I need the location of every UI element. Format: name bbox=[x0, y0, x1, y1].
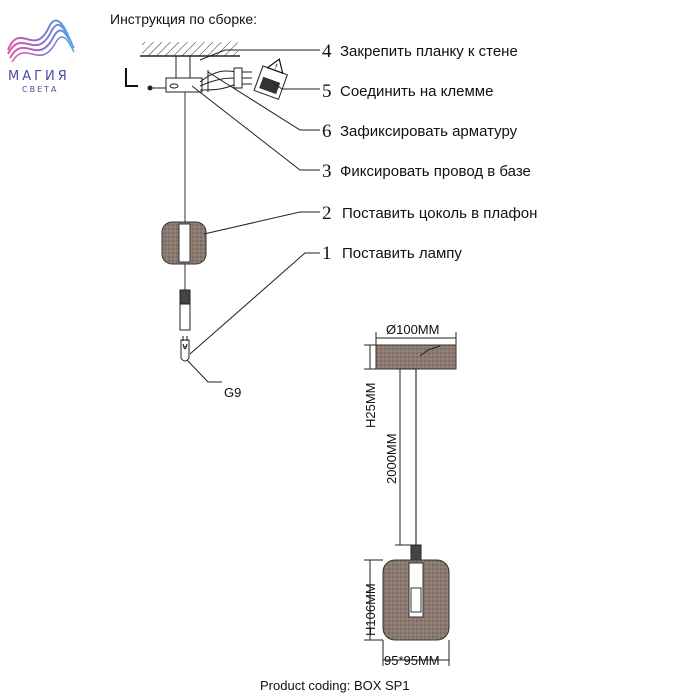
canopy bbox=[375, 344, 457, 370]
step-text: Зафиксировать арматуру bbox=[340, 123, 518, 140]
mounting-bracket-icon bbox=[125, 68, 168, 91]
assembled-view bbox=[375, 344, 457, 641]
socket-label: G9 bbox=[224, 385, 241, 400]
logo-sub: СВЕТА bbox=[22, 85, 59, 94]
step-list: 4 Закрепить планку к стене 5 Соединить н… bbox=[322, 41, 537, 264]
brand-logo: МАГИЯ СВЕТА bbox=[7, 19, 75, 94]
svg-text:!: ! bbox=[273, 62, 279, 72]
ceiling bbox=[140, 42, 240, 57]
g9-leader bbox=[186, 359, 222, 383]
shade-exploded bbox=[161, 221, 207, 265]
wires bbox=[199, 67, 252, 91]
dim-shade-size: 95*95MM bbox=[384, 653, 440, 668]
dim-cable-length: 2000MM bbox=[384, 433, 399, 484]
step-text: Фиксировать провод в базе bbox=[340, 163, 531, 180]
step-number: 4 bbox=[322, 41, 332, 62]
step-number: 1 bbox=[322, 243, 332, 264]
dimension-lines bbox=[364, 332, 457, 666]
step-text: Соединить на клемме bbox=[340, 83, 493, 100]
step-text: Закрепить планку к стене bbox=[340, 43, 518, 60]
dim-canopy-height: H25MM bbox=[363, 382, 378, 428]
logo-word: МАГИЯ bbox=[8, 69, 70, 84]
step-text: Поставить цоколь в плафон bbox=[342, 205, 537, 222]
step-number: 2 bbox=[322, 203, 332, 224]
dim-shade-height: H106MM bbox=[363, 583, 378, 636]
product-code: Product coding: BOX SP1 bbox=[260, 678, 410, 693]
terminal-block-icon: ! bbox=[253, 58, 289, 100]
canopy-exploded bbox=[165, 56, 209, 93]
step-number: 5 bbox=[322, 81, 332, 102]
leader-lines bbox=[189, 49, 320, 355]
g9-bulb-icon bbox=[180, 336, 190, 362]
step-number: 3 bbox=[322, 161, 332, 182]
instruction-title: Инструкция по сборке: bbox=[110, 11, 257, 27]
logo-waves-icon bbox=[7, 19, 75, 63]
step-number: 6 bbox=[322, 121, 332, 142]
step-text: Поставить лампу bbox=[342, 245, 462, 262]
dim-canopy-diameter: Ø100MM bbox=[386, 322, 439, 337]
socket-icon bbox=[179, 264, 191, 331]
